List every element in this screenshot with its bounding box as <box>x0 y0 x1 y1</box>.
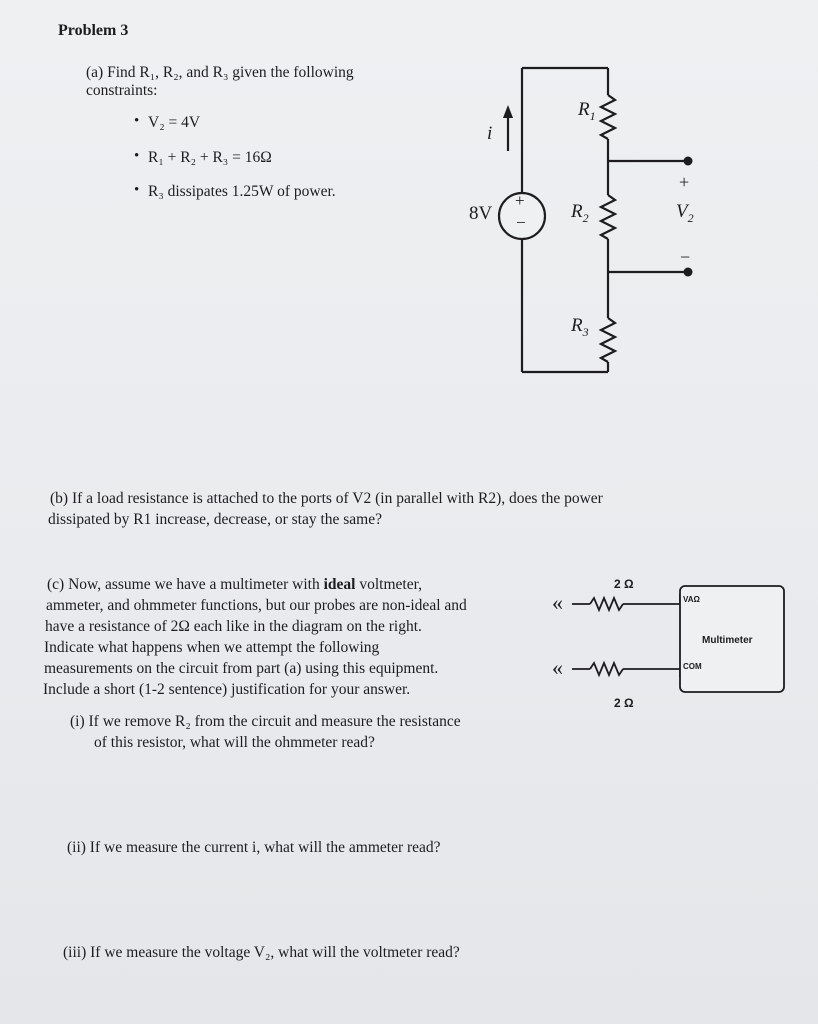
v2-label: V2 <box>676 201 694 225</box>
probe-bottom-tip: « <box>552 655 563 680</box>
current-arrow-head <box>503 105 513 118</box>
port-vaohm-label: VAΩ <box>683 595 700 604</box>
r1-label: R1 <box>578 99 596 123</box>
bullet: • <box>134 113 140 129</box>
r3-label: R3 <box>571 315 589 339</box>
part-b-line1: (b) If a load resistance is attached to … <box>50 490 603 507</box>
part-c-line4: Indicate what happens when we attempt th… <box>44 639 380 656</box>
part-a-line1: (a) Find R₁, R₂, and R₃ given the follow… <box>86 64 354 81</box>
question-ii: (ii) If we measure the current i, what w… <box>67 839 441 856</box>
constraint-sum: R₁ + R₂ + R₃ = 16Ω <box>148 149 272 166</box>
source-voltage-label: 8V <box>469 203 493 224</box>
question-i-line1: (i) If we remove R₂ from the circuit and… <box>70 713 461 730</box>
current-label: i <box>487 123 493 144</box>
v2-plus-sign: + <box>679 172 690 192</box>
problem-title: Problem 3 <box>58 22 129 39</box>
constraint-power: R₃ dissipates 1.25W of power. <box>148 183 336 200</box>
probe-bottom-resistance: 2 Ω <box>614 696 634 710</box>
part-c-line2: ammeter, and ohmmeter functions, but our… <box>46 597 467 614</box>
question-i-line2: of this resistor, what will the ohmmeter… <box>94 734 375 751</box>
part-c-line1: (c) Now, assume we have a multimeter wit… <box>47 576 423 593</box>
port-com-label: COM <box>683 662 702 671</box>
part-c-line5: measurements on the circuit from part (a… <box>44 660 439 677</box>
r2-label: R2 <box>571 201 589 225</box>
multimeter-label: Multimeter <box>702 635 753 646</box>
bullet: • <box>134 148 140 164</box>
part-c-line3: have a resistance of 2Ω each like in the… <box>45 618 422 635</box>
part-a-line2: constraints: <box>86 82 158 99</box>
question-iii: (iii) If we measure the voltage V₂, what… <box>63 944 460 961</box>
part-c-line6: Include a short (1-2 sentence) justifica… <box>43 681 411 698</box>
terminal-minus <box>683 267 693 277</box>
source-minus-sign: − <box>516 213 526 232</box>
constraint-v2: V₂ = 4V <box>148 114 201 131</box>
source-plus-sign: + <box>515 191 525 210</box>
probe-top-resistance: 2 Ω <box>614 577 634 591</box>
terminal-plus <box>683 156 693 166</box>
probe-top-tip: « <box>552 590 563 615</box>
bullet: • <box>134 182 140 198</box>
v2-minus-sign: − <box>680 247 691 267</box>
part-b-line2: dissipated by R1 increase, decrease, or … <box>48 511 382 528</box>
